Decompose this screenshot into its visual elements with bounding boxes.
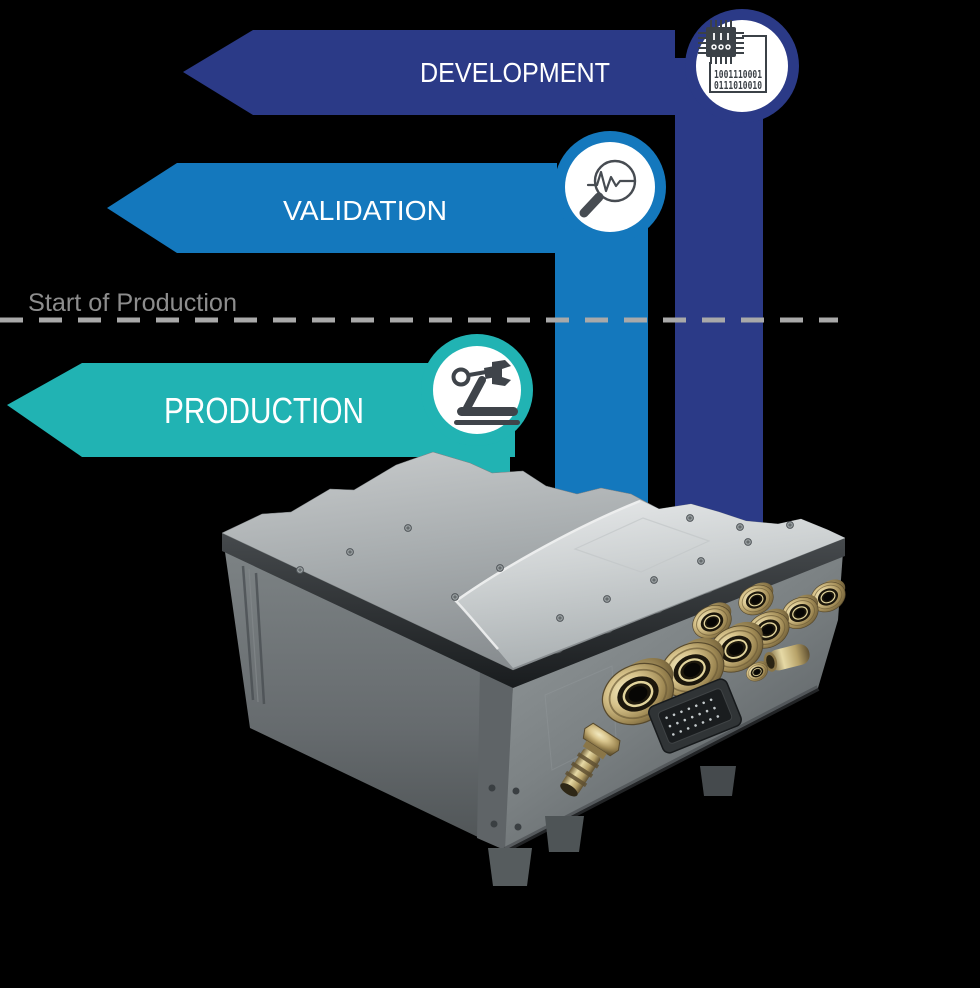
phase-development: DEVELOPMENT 1001110001 0111010010: [183, 9, 799, 530]
chip-detail-lines: [713, 33, 729, 40]
start-of-production-label: Start of Production: [28, 289, 237, 317]
robot-gripper: [484, 360, 511, 386]
development-drop-bar: [675, 58, 763, 530]
chip-detail-dot: [725, 44, 731, 50]
brass-stub-pipe: [763, 644, 810, 672]
production-arrow: [7, 363, 515, 457]
robot-base-plate: [454, 420, 520, 425]
robot-link: [467, 370, 488, 377]
validation-arrow: [107, 163, 557, 253]
chip-body: [706, 27, 736, 57]
waveform-line: [586, 170, 636, 193]
magnifier-waveform-icon: [579, 159, 637, 218]
dsub-pins: [665, 698, 720, 736]
product-foot: [545, 816, 584, 852]
chip-pins: [698, 20, 744, 64]
magnifier-handle: [579, 192, 604, 218]
product-left-face: [224, 545, 511, 850]
product-render: Ruggedized electronic control unit enclo…: [221, 451, 851, 886]
development-arrow: [183, 30, 675, 115]
left-face-groove-highlight: [248, 568, 259, 703]
mounting-holes: [488, 784, 522, 831]
hose-fitting: [560, 722, 621, 797]
binary-frame: [709, 35, 767, 93]
binary-text-line-1: 1001110001: [714, 69, 762, 81]
lid-embossed-outline: [573, 517, 711, 573]
product-foot: [700, 766, 736, 796]
phase-validation: VALIDATION: [107, 131, 666, 520]
left-face-grooves: [241, 565, 266, 705]
chip-detail-dot: [718, 44, 724, 50]
product-rim-left: [222, 533, 513, 688]
lid-plate-edge-highlight: [454, 499, 641, 650]
product-foot: [488, 848, 532, 886]
robot-arm-icon: [451, 360, 520, 425]
chip-detail-dot: [711, 44, 717, 50]
product-rim-right: [513, 538, 845, 688]
validation-icon-bg: [565, 142, 655, 232]
robot-arm: [463, 376, 486, 412]
validation-label: VALIDATION: [283, 195, 447, 226]
phase-production: PRODUCTION: [7, 334, 533, 502]
robot-base: [457, 407, 518, 416]
chip-binary-icon: 1001110001 0111010010: [698, 20, 767, 93]
binary-text-line-2: 0111010010: [714, 80, 762, 92]
product-corner-pillar: [477, 667, 513, 852]
robot-pivot: [451, 367, 471, 387]
dsub-connector: [648, 678, 742, 754]
production-label: PRODUCTION: [164, 390, 364, 431]
development-label: DEVELOPMENT: [420, 57, 610, 88]
